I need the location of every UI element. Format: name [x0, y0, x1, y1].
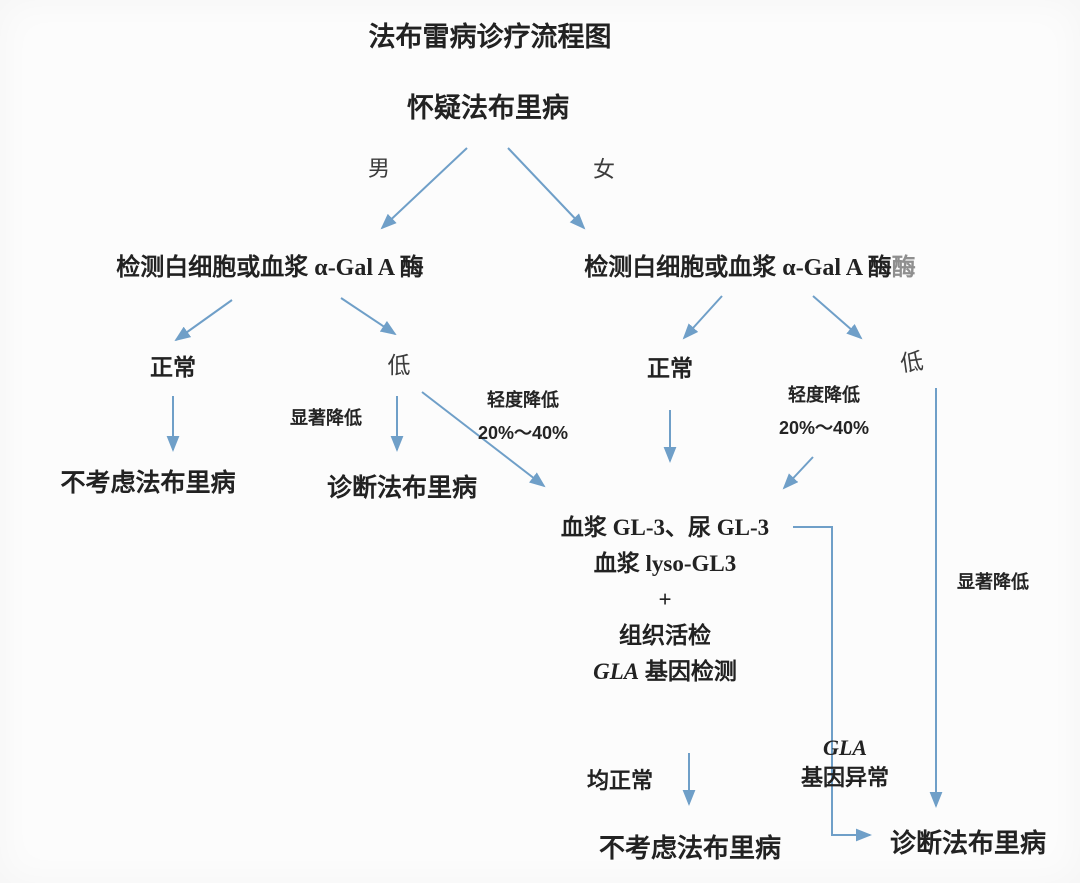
label-female-normal: 正常: [647, 356, 693, 381]
label-gla-abnormal-gene-symbol: GLA: [822, 735, 867, 760]
node-suspect-fabry: 怀疑法布里病: [407, 93, 569, 123]
arrow-female-test-to-low: [812, 295, 863, 340]
workup-line-gene-test: GLA 基因检测: [561, 654, 769, 690]
label-male-mild-decrease: 轻度降低 20%～40%: [478, 390, 568, 455]
branch-label-female: 女: [592, 157, 616, 182]
arrow-male-test-to-normal: [174, 299, 233, 342]
node-test-female: 检测白细胞或血浆 α-Gal A 酶酶: [584, 255, 915, 283]
label-all-normal: 均正常: [586, 768, 654, 793]
label-male-mild-decrease-text: 轻度降低: [487, 390, 559, 410]
arrow-female-test-to-normal: [682, 295, 723, 340]
label-female-mild-decrease: 轻度降低 20%～40%: [779, 385, 869, 450]
workup-gene-test-text: 基因检测: [644, 659, 737, 684]
label-female-mild-decrease-text: 轻度降低: [788, 385, 860, 405]
branch-label-male: 男: [367, 156, 391, 181]
label-male-significant-decrease: 显著降低: [290, 408, 362, 428]
node-test-male: 检测白细胞或血浆 α-Gal A 酶: [116, 255, 424, 281]
label-female-significant-decrease: 显著降低: [957, 572, 1029, 592]
arrow-male-mild-to-workup: [421, 391, 546, 488]
outcome-bottom-not-considered: 不考虑法布里病: [598, 834, 782, 863]
workup-line-lyso-gl3: 血浆 lyso-GL3: [593, 551, 737, 576]
page-title: 法布雷病诊疗流程图: [368, 22, 612, 52]
connector-workup-to-diagnosis: [793, 526, 872, 842]
arrow-female-mild-to-workup: [782, 456, 814, 490]
workup-line-biopsy: 组织活检: [619, 623, 711, 648]
workup-gla-gene-symbol: GLA: [593, 659, 640, 684]
node-test-female-text: 检测白细胞或血浆 α-Gal A 酶: [584, 255, 892, 281]
node-test-female-duplicate-char: 酶: [891, 255, 916, 281]
label-male-mild-decrease-range: 20%～40%: [477, 422, 569, 443]
label-gla-abnormal-text: 基因异常: [800, 764, 890, 790]
arrow-root-to-male-test: [380, 147, 468, 230]
label-female-low: 低: [898, 348, 926, 377]
label-male-low: 低: [387, 353, 411, 378]
outcome-male-not-considered: 不考虑法布里病: [60, 470, 236, 497]
outcome-male-diagnosed: 诊断法布里病: [326, 475, 478, 502]
label-female-mild-decrease-range: 20%～40%: [778, 417, 870, 438]
workup-line-gl3: 血浆 GL-3、尿 GL-3: [560, 515, 770, 540]
label-gla-abnormal: GLA 基因异常: [801, 733, 889, 792]
arrow-root-to-female-test: [507, 147, 586, 230]
arrow-male-test-to-low: [340, 297, 397, 336]
outcome-bottom-diagnosed: 诊断法布里病: [889, 829, 1047, 858]
label-male-normal: 正常: [150, 355, 196, 380]
node-workup: 血浆 GL-3、尿 GL-3 血浆 lyso-GL3 + 组织活检 GLA 基因…: [561, 510, 769, 690]
workup-line-plus: +: [658, 587, 672, 612]
